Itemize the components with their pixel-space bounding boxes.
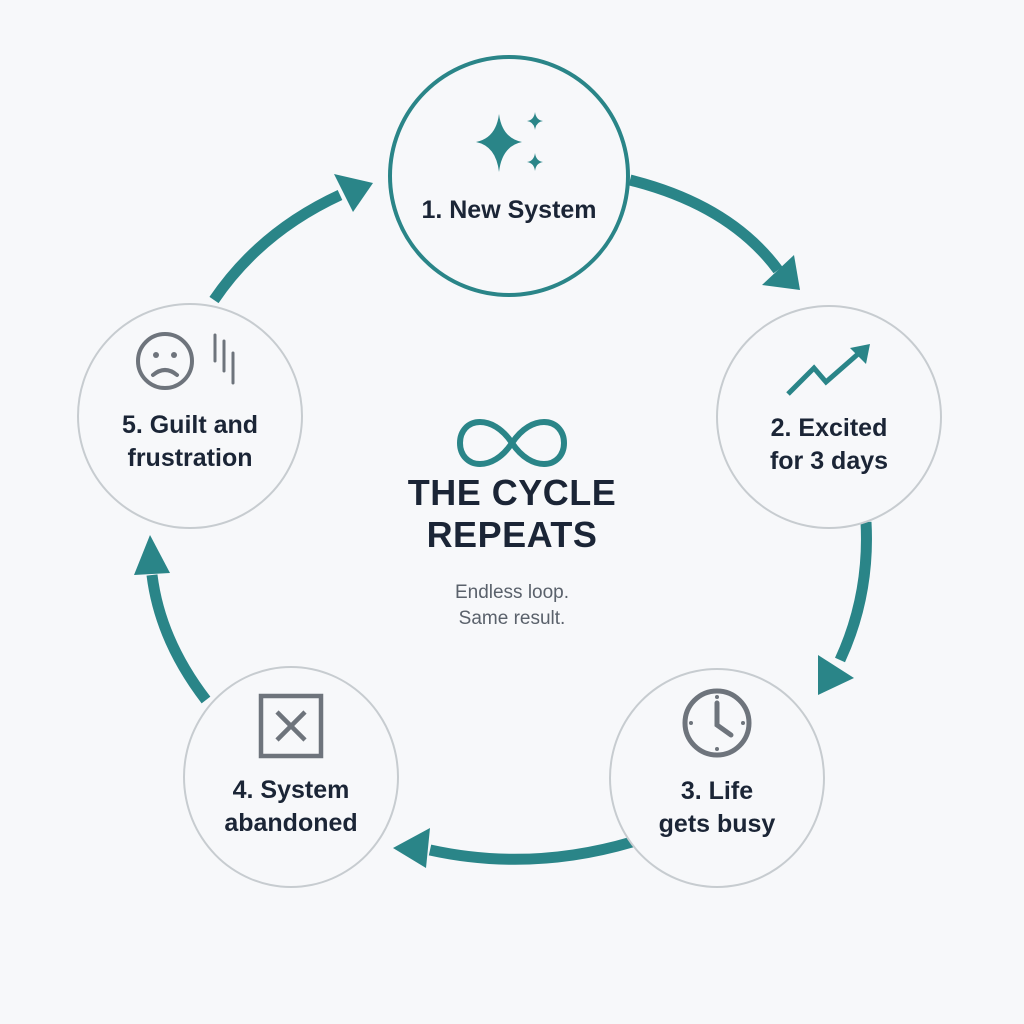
arrowhead-2 (762, 255, 800, 290)
step-4-node: 4. System abandoned (183, 666, 399, 888)
x-box-icon (257, 692, 325, 760)
step-3-label: 3. Life gets busy (658, 777, 776, 838)
center-subtitle: Endless loop. Same result. (454, 582, 570, 629)
step-2-label: 2. Excited for 3 days (769, 414, 889, 475)
step-1-node: 1. New System (388, 55, 630, 297)
clock-icon (679, 685, 755, 761)
arrow-4-to-5 (146, 574, 211, 704)
cycle-center: THE CYCLE REPEATS Endless loop. Same res… (362, 418, 662, 632)
arrowhead-5 (134, 535, 170, 575)
step-5-label: 5. Guilt and frustration (121, 411, 259, 472)
arrow-5-to-1 (209, 190, 343, 304)
step-3-node: 3. Life gets busy (609, 668, 825, 888)
arrowhead-4 (393, 828, 430, 868)
trend-up-icon (784, 342, 874, 402)
sad-face-icon (135, 331, 245, 397)
step-4-label: 4. System abandoned (224, 776, 358, 837)
arrowhead-3 (818, 655, 854, 695)
arrow-3-to-4 (428, 836, 634, 865)
arrow-2-to-3 (835, 521, 872, 663)
sparkles-icon (464, 106, 554, 186)
infinity-icon (362, 418, 662, 468)
arrowhead-1 (334, 174, 373, 212)
step-2-node: 2. Excited for 3 days (716, 305, 942, 529)
center-title: THE CYCLE REPEATS (407, 472, 617, 555)
step-5-node: 5. Guilt and frustration (77, 303, 303, 529)
step-1-label: 1. New System (421, 195, 597, 224)
arrow-1-to-2 (628, 174, 783, 274)
